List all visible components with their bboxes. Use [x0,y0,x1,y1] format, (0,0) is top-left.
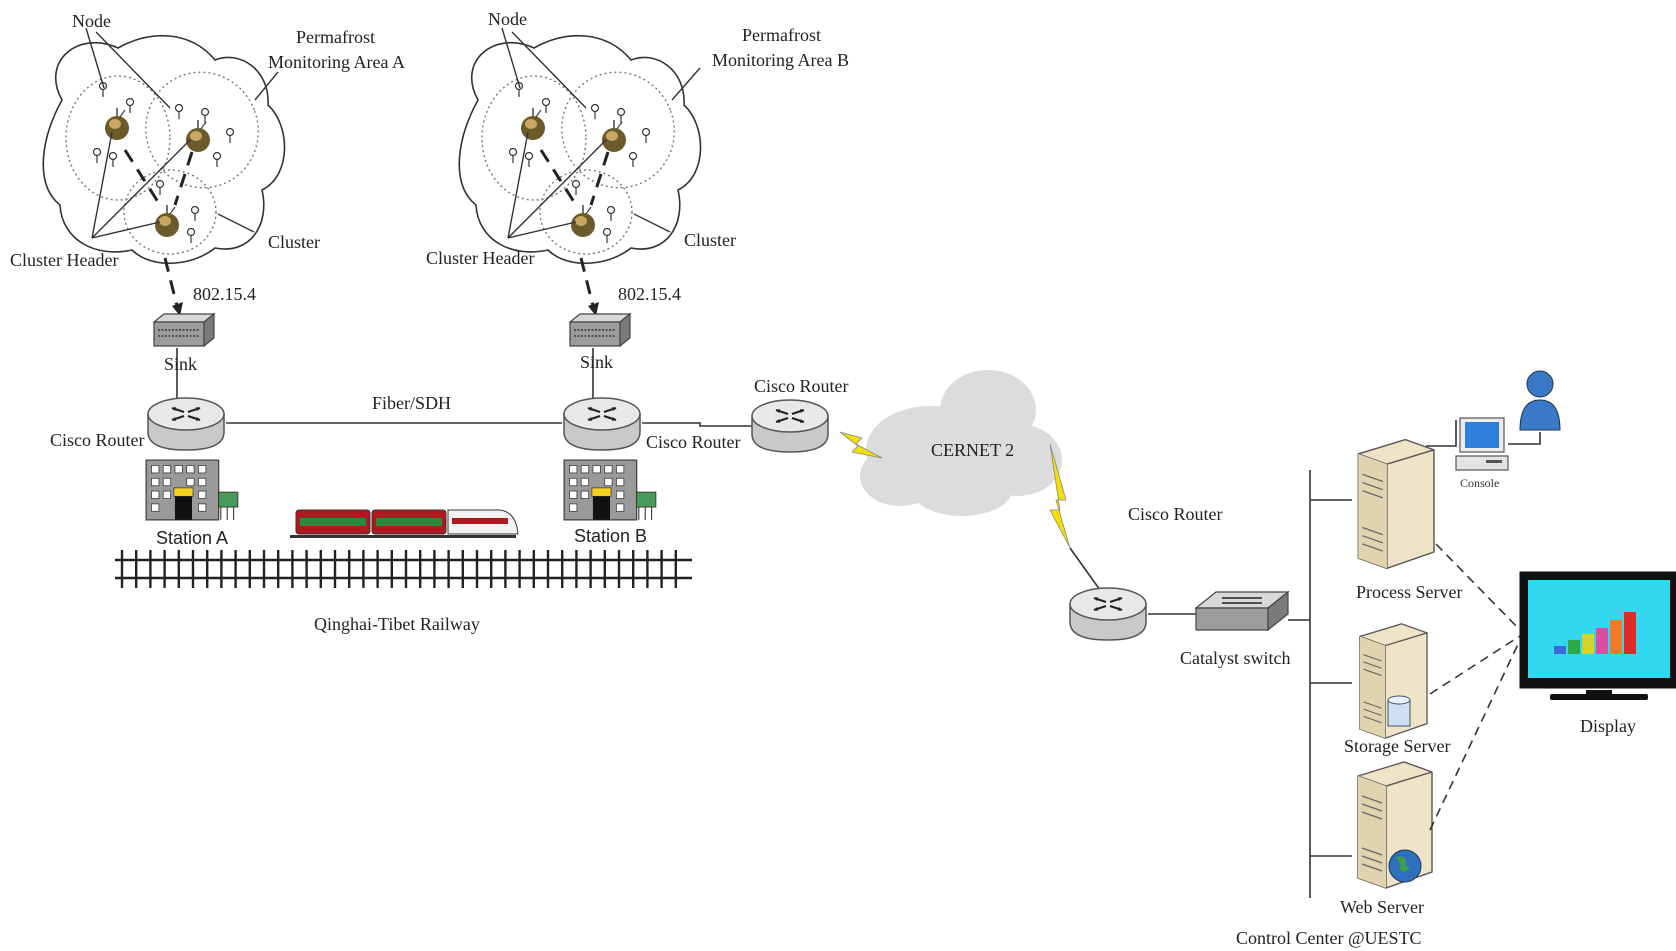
label-display: Display [1580,716,1636,736]
pointer-header-b [507,131,607,239]
uplink-a [163,257,180,311]
area-b-group: Node Permafrost Monitoring Area B Cluste… [426,9,849,546]
label-cluster-b: Cluster [684,230,736,250]
sensor-icon [154,205,180,238]
cluster-b3 [539,169,633,255]
label-node-b: Node [488,9,527,29]
pointer-cluster-a [217,213,255,233]
pointer-node-b [501,27,521,89]
area-b-boundary [458,34,702,265]
sensor-icon [570,205,596,238]
cloud-center-link [1069,547,1101,591]
label-switch: Catalyst switch [1180,648,1291,668]
station-building-icon [145,459,239,521]
label-area-a-line1: Permafrost [296,27,375,47]
cluster-b1 [481,75,587,201]
cluster-link-a [123,149,194,206]
label-cluster-header-a: Cluster Header [10,250,118,270]
pointer-area-b [671,67,701,101]
database-icon [1387,695,1411,727]
pointer-node-a [85,27,105,89]
label-fiber: Fiber/SDH [372,393,451,413]
pointer-cluster-b [633,213,671,233]
catalyst-switch-icon [1194,590,1290,632]
label-web-server: Web Server [1340,897,1424,917]
console-computer-icon [1455,417,1509,471]
router-icon [562,396,642,452]
label-area-b-line1: Permafrost [742,25,821,45]
router-icon [1068,586,1148,642]
globe-icon [1388,849,1422,883]
cloud-icon [860,370,1062,516]
station-building-icon [563,459,657,521]
label-cluster-header-b: Cluster Header [426,248,534,268]
label-router-a: Cisco Router [50,430,145,450]
train-icon [290,509,519,538]
label-railway: Qinghai-Tibet Railway [314,614,480,634]
cluster-a3 [123,169,217,255]
cluster-b2 [561,71,675,189]
router-icon [146,396,226,452]
uplink-b-arrow [588,302,599,316]
server-display-links [1429,543,1521,831]
process-server-icon [1357,438,1435,570]
label-sink-b: Sink [580,352,613,372]
lightning-icon [839,431,883,459]
label-station-a: Station A [156,528,228,548]
label-router-center: Cisco Router [1128,504,1223,524]
console-user-link [1508,432,1541,445]
railway-track [115,550,692,588]
label-protocol-a: 802.15.4 [193,284,256,304]
label-storage-server: Storage Server [1344,736,1450,756]
area-a-boundary [42,34,286,265]
pointer-node-b2 [511,31,587,109]
label-cloud: CERNET 2 [931,440,1014,460]
label-control-center: Control Center @UESTC [1236,928,1422,948]
label-area-a-line2: Monitoring Area A [268,52,405,72]
server-console-link [1426,420,1457,447]
user-icon [1519,370,1561,431]
cluster-a1 [65,75,171,201]
display-monitor-icon [1519,571,1676,700]
sensor-icon [601,120,627,153]
label-router-b: Cisco Router [646,432,741,452]
label-console: Console [1460,476,1499,490]
label-sink-a: Sink [164,354,197,374]
cluster-link-b [539,149,610,206]
label-protocol-b: 802.15.4 [618,284,681,304]
label-cluster-a: Cluster [268,232,320,252]
cluster-a2 [145,71,259,189]
label-process-server: Process Server [1356,582,1462,602]
label-node-a: Node [72,11,111,31]
sensor-icon [185,120,211,153]
uplink-a-arrow [172,302,183,316]
label-router-uplink: Cisco Router [754,376,849,396]
sink-icon [153,313,215,347]
pointer-node-a2 [95,31,171,109]
label-area-b-line2: Monitoring Area B [712,50,849,70]
display-bar-graphic [1554,612,1636,654]
label-station-b: Station B [574,526,647,546]
sink-icon [569,313,631,347]
pointer-header-a [91,131,191,239]
sensor-icon [104,108,130,141]
router-icon [750,398,830,454]
uplink-b [579,257,596,311]
area-a-group: Node Permafrost Monitoring Area A Cluste… [10,11,405,548]
station-b-uplink [642,422,752,427]
pointer-area-a [254,71,279,101]
sensor-icon [520,108,546,141]
